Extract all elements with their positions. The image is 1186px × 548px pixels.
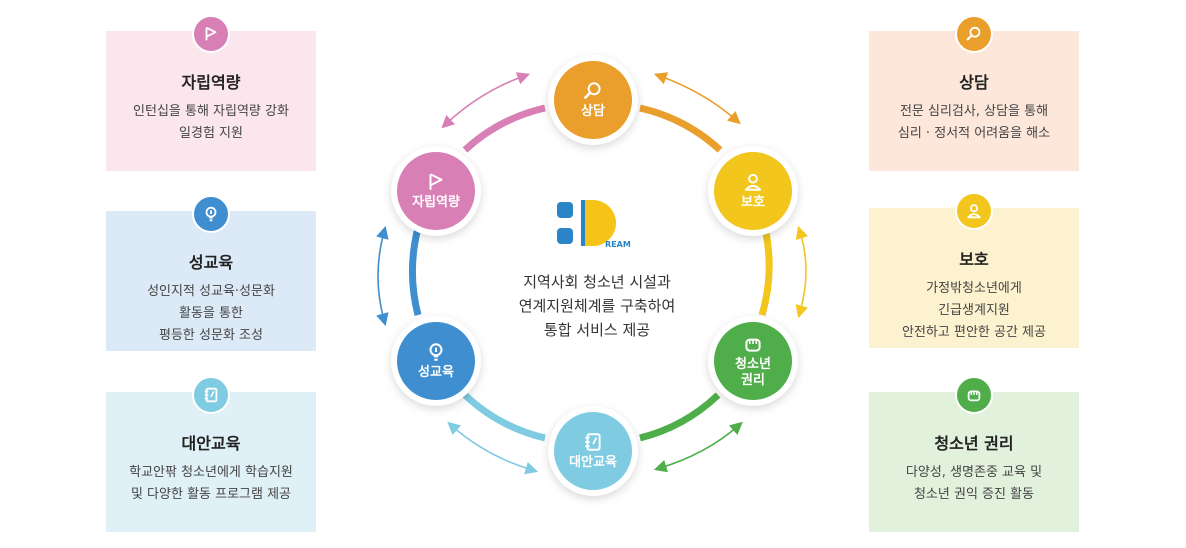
card-description: 성인지적 성교육·성문화 활동을 통한 평등한 성문화 조성 — [147, 284, 275, 343]
card-title: 청소년 권리 — [934, 434, 1014, 453]
search-icon — [955, 15, 993, 53]
node-label: 청소년 권리 — [735, 357, 771, 388]
node-alt-edu: 대안교육 — [554, 412, 632, 490]
node-protect: 보호 — [714, 152, 792, 230]
fist-icon — [745, 338, 761, 352]
fist-icon — [955, 376, 993, 414]
node-counsel: 상담 — [554, 61, 632, 139]
arrow-alt-edu-sex-edu — [447, 421, 539, 475]
card-description: 전문 심리검사, 상담을 통해 심리 · 정서적 어려움을 해소 — [897, 104, 1051, 141]
arrow-counsel-protect — [653, 72, 741, 125]
card-description: 가정밖청소년에게 긴급생계지원 안전하고 편안한 공간 제공 — [902, 281, 1046, 340]
card-alt-edu: 대안교육 학교안팎 청소년에게 학습지원 및 다양한 활동 프로그램 제공 — [106, 376, 316, 532]
arrow-independence-counsel — [441, 72, 531, 129]
card-title: 대안교육 — [181, 434, 241, 453]
lightbulb-icon — [429, 343, 443, 361]
card-description: 다양성, 생명존중 교육 및 청소년 권익 증진 활동 — [905, 465, 1043, 502]
card-sex-edu: 성교육 성인지적 성교육·성문화 활동을 통한 평등한 성문화 조성 — [106, 195, 316, 351]
center-description: 지역사회 청소년 시설과 연계지원체계를 구축하여 통합 서비스 제공 — [518, 273, 676, 339]
dream-logo: REAM — [555, 196, 645, 256]
person-icon — [955, 192, 993, 230]
lightbulb-icon — [192, 195, 230, 233]
card-description: 학교안팎 청소년에게 학습지원 및 다양한 활동 프로그램 제공 — [129, 465, 293, 502]
flag-icon — [192, 15, 230, 53]
card-title: 자립역량 — [181, 73, 241, 92]
logo-subtext: REAM — [605, 240, 631, 249]
node-label: 대안교육 — [569, 455, 617, 470]
ring-segment-counsel — [639, 104, 723, 153]
node-rights: 청소년 권리 — [714, 322, 792, 400]
card-title: 성교육 — [188, 253, 234, 272]
card-description: 인턴십을 통해 자립역량 강화 일경험 지원 — [133, 104, 289, 141]
card-counsel: 상담 전문 심리검사, 상담을 통해 심리 · 정서적 어려움을 해소 — [869, 15, 1079, 171]
arrow-protect-rights — [795, 225, 809, 319]
node-label: 성교육 — [418, 365, 454, 380]
card-title: 상담 — [959, 73, 989, 92]
node-sex-edu: 성교육 — [397, 322, 475, 400]
ring-segment-rights — [639, 392, 721, 442]
dream-logo-mark — [557, 200, 616, 246]
card-rights: 청소년 권리 다양성, 생명존중 교육 및 청소년 권익 증진 활동 — [869, 376, 1079, 532]
person-icon — [744, 173, 762, 191]
node-independence: 자립역량 — [397, 152, 475, 230]
card-protect: 보호 가정밖청소년에게 긴급생계지원 안전하고 편안한 공간 제공 — [869, 192, 1079, 348]
arrow-rights-alt-edu — [653, 421, 743, 473]
ring-segment-protect — [758, 227, 773, 316]
ring-segment-independence — [462, 104, 546, 153]
ring-segment-alt-edu — [462, 392, 546, 442]
search-icon — [584, 82, 601, 99]
card-title: 보호 — [959, 250, 989, 269]
node-label: 자립역량 — [412, 195, 460, 210]
notebook-icon — [585, 433, 601, 451]
node-label: 보호 — [741, 195, 765, 210]
arrow-sex-edu-independence — [376, 225, 389, 327]
node-label: 상담 — [581, 104, 605, 119]
flag-icon — [429, 173, 443, 190]
notebook-icon — [192, 376, 230, 414]
card-independence: 자립역량 인턴십을 통해 자립역량 강화 일경험 지원 — [106, 15, 316, 171]
ring-segment-sex-edu — [409, 227, 422, 316]
